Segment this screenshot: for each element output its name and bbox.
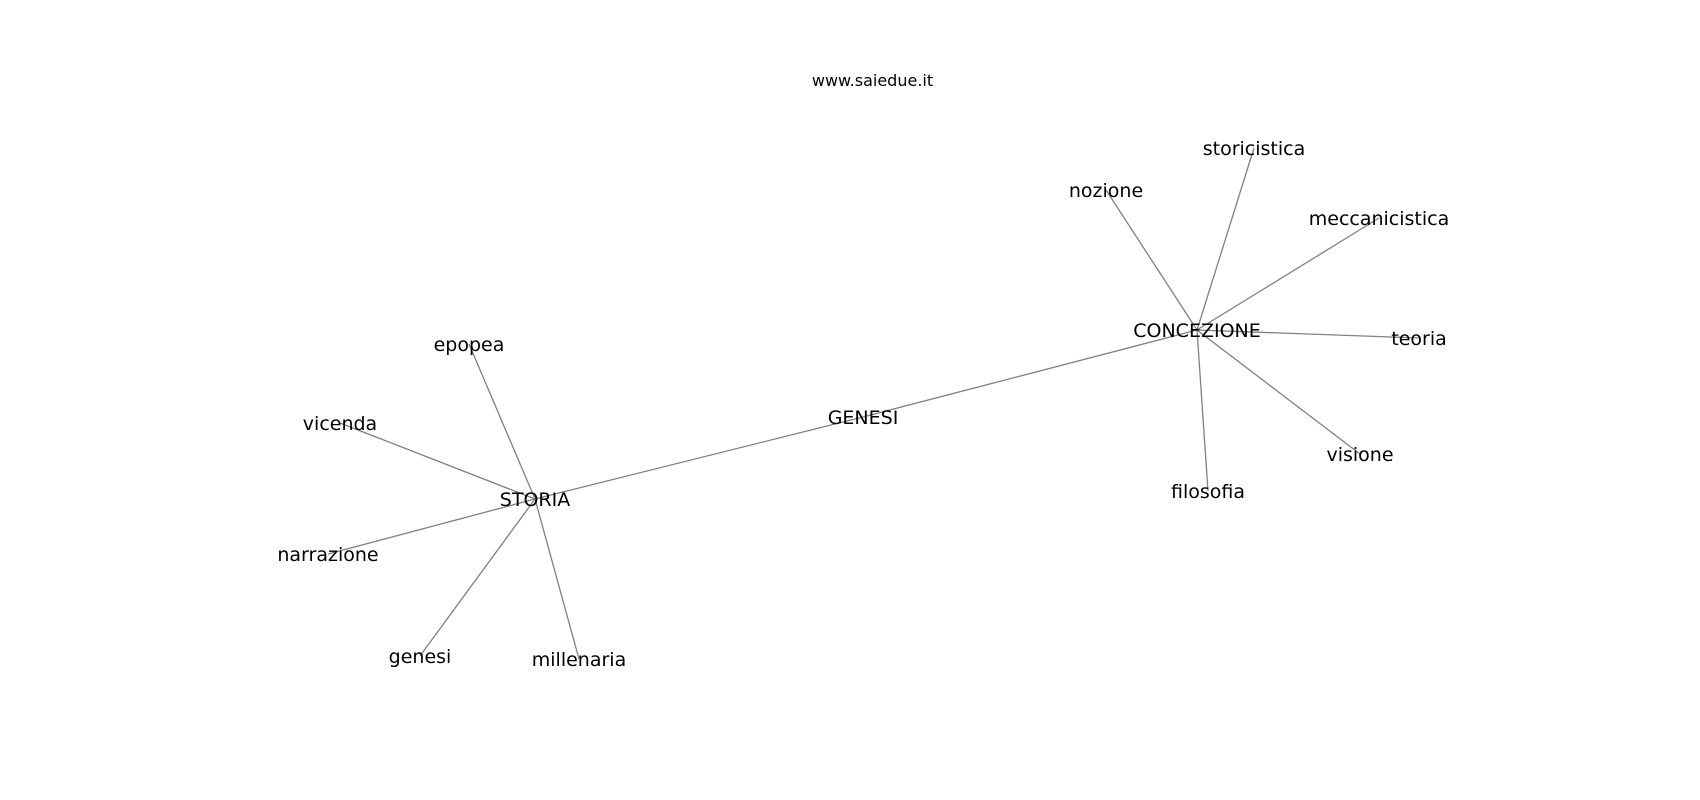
node-concezione: CONCEZIONE <box>1133 320 1261 342</box>
edges-layer <box>327 147 1420 660</box>
node-storia: STORIA <box>500 489 570 511</box>
node-millenaria: millenaria <box>532 649 626 671</box>
edge-concezione-visione <box>1196 329 1361 455</box>
edge-storia-narrazione <box>327 498 536 555</box>
node-epopea: epopea <box>434 334 505 356</box>
edge-genesi_center-concezione <box>862 329 1198 418</box>
edge-genesi_center-storia <box>534 416 864 500</box>
node-teoria: teoria <box>1391 328 1447 350</box>
edge-storia-millenaria <box>534 498 580 660</box>
node-nozione: nozione <box>1069 180 1143 202</box>
node-vicenda: vicenda <box>303 413 377 435</box>
edge-storia-epopea <box>468 343 536 500</box>
node-meccanicistica: meccanicistica <box>1309 208 1450 230</box>
edge-storia-genesi <box>419 498 536 657</box>
node-narrazione: narrazione <box>277 544 378 566</box>
node-storicistica: storicistica <box>1203 138 1306 160</box>
edge-concezione-storicistica <box>1196 147 1255 331</box>
edge-concezione-filosofia <box>1196 329 1209 492</box>
edge-concezione-meccanicistica <box>1196 217 1380 331</box>
page-title: www.saiedue.it <box>811 71 934 90</box>
edge-concezione-nozione <box>1105 189 1198 331</box>
edge-storia-vicenda <box>339 422 536 500</box>
node-genesi-center: GENESI <box>828 407 899 429</box>
node-genesi: genesi <box>389 646 452 668</box>
labels-layer: GENESI STORIA CONCEZIONE epopea vicenda … <box>277 138 1449 671</box>
node-filosofia: filosofia <box>1171 481 1245 503</box>
node-visione: visione <box>1326 444 1393 466</box>
edge-concezione-teoria <box>1196 329 1420 339</box>
